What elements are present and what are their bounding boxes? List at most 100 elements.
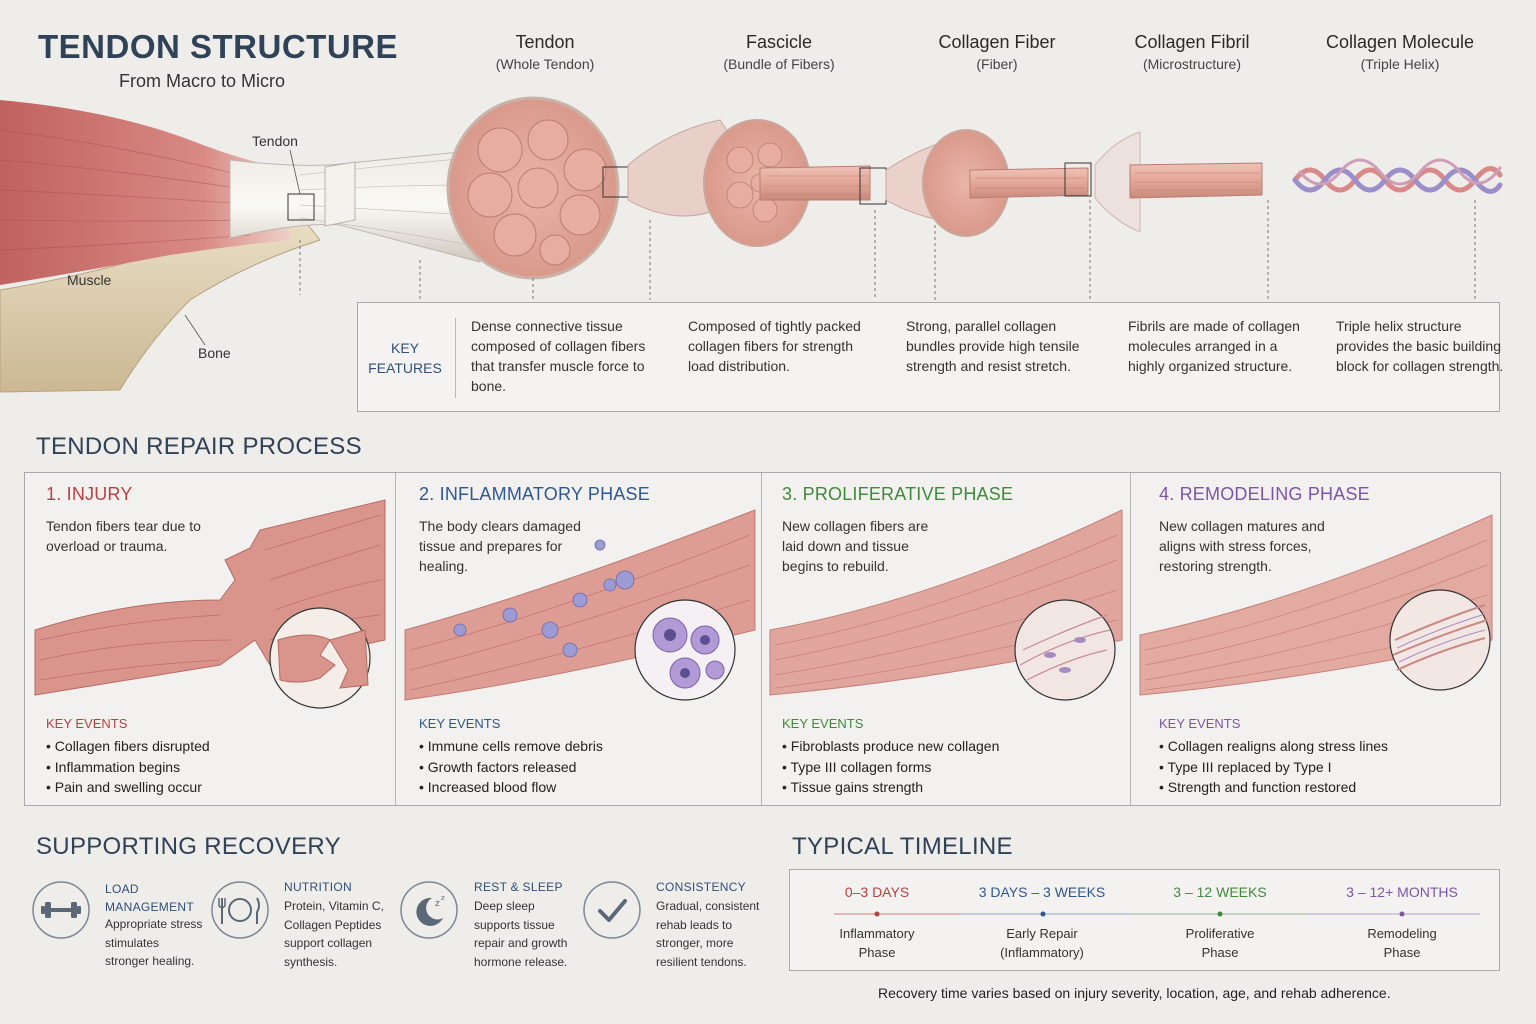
stage-title: Collagen Molecule xyxy=(1325,32,1475,52)
stage-fascicle: Fascicle (Bundle of Fibers) xyxy=(679,32,879,72)
stage-subtitle: (Triple Helix) xyxy=(1360,56,1440,72)
feature-tendon: Dense connective tissue composed of coll… xyxy=(471,318,646,394)
timeline-label-line: Inflammatory xyxy=(839,926,915,941)
checkmark-icon xyxy=(583,881,641,939)
key-events-label: KEY EVENTS xyxy=(1159,716,1241,731)
stage-title: Tendon xyxy=(515,32,575,52)
repair-section-title: TENDON REPAIR PROCESS xyxy=(36,433,362,460)
recovery-section-title: SUPPORTING RECOVERY xyxy=(36,833,341,860)
timeline-section-title: TYPICAL TIMELINE xyxy=(792,833,1013,860)
remodeling-illustration xyxy=(1139,514,1493,696)
timeline-period-3: 3 – 12+ MONTHS xyxy=(1346,884,1458,900)
timeline-label-line: (Inflammatory) xyxy=(1000,944,1084,960)
list-item: Type III replaced by Type I xyxy=(1159,757,1388,778)
panel-divider xyxy=(395,473,396,805)
stage-collagen-molecule: Collagen Molecule (Triple Helix) xyxy=(1300,32,1500,72)
tendon-structure-illustration xyxy=(0,96,1503,393)
timeline-label-line: Remodeling xyxy=(1367,926,1437,941)
proliferative-events-list: Fibroblasts produce new collagen Type II… xyxy=(782,736,1000,798)
injury-illustration xyxy=(34,499,386,709)
list-item: Pain and swelling occur xyxy=(46,777,210,798)
stage-tendon: Tendon (Whole Tendon) xyxy=(445,32,645,72)
recovery-load-title: LOAD MANAGEMENT xyxy=(105,882,195,914)
dumbbell-icon xyxy=(32,881,90,939)
label-bone: Bone xyxy=(198,345,231,361)
timeline-label-2: Proliferative Phase xyxy=(1135,925,1305,962)
stage-subtitle: (Whole Tendon) xyxy=(495,56,595,72)
phase-injury-desc: Tendon fibers tear due to overload or tr… xyxy=(46,518,201,554)
inflammatory-illustration xyxy=(404,509,756,701)
timeline-period-2: 3 – 12 WEEKS xyxy=(1173,884,1267,900)
phase-proliferative-title: 3. PROLIFERATIVE PHASE xyxy=(782,484,1014,504)
timeline-label-line: Phase xyxy=(1383,944,1421,960)
timeline-note: Recovery time varies based on injury sev… xyxy=(878,985,1391,1001)
stage-title: Fascicle xyxy=(745,32,812,52)
feature-collagen-fibril: Fibrils are made of collagen molecules a… xyxy=(1128,318,1300,374)
phase-inflammatory-desc: The body clears damaged tissue and prepa… xyxy=(419,518,581,574)
key-events-label: KEY EVENTS xyxy=(419,716,501,731)
list-item: Collagen realigns along stress lines xyxy=(1159,736,1388,757)
timeline-label-3: Remodeling Phase xyxy=(1317,925,1487,962)
proliferative-illustration xyxy=(769,509,1123,701)
panel-divider xyxy=(1130,473,1131,805)
stage-subtitle: (Fiber) xyxy=(976,56,1018,72)
feature-collagen-molecule: Triple helix structure provides the basi… xyxy=(1336,318,1504,374)
stage-collagen-fiber: Collagen Fiber (Fiber) xyxy=(897,32,1097,72)
recovery-sleep-title: REST & SLEEP xyxy=(474,880,563,894)
feature-fascicle: Composed of tightly packed collagen fibe… xyxy=(688,318,861,374)
label-tendon: Tendon xyxy=(252,133,298,149)
bone-leader-line xyxy=(184,314,206,346)
moon-sleep-icon: z z xyxy=(400,881,458,939)
phase-remodeling-title: 4. REMODELING PHASE xyxy=(1159,484,1370,504)
feature-collagen-fiber: Strong, parallel collagen bundles provid… xyxy=(906,318,1080,374)
recovery-consistency-title: CONSISTENCY xyxy=(656,880,746,894)
key-events-label: KEY EVENTS xyxy=(782,716,864,731)
phase-inflammatory-title: 2. INFLAMMATORY PHASE xyxy=(419,484,650,504)
phase-proliferative-desc: New collagen fibers are laid down and ti… xyxy=(782,518,929,574)
timeline-period-0: 0–3 DAYS xyxy=(844,884,910,900)
inflammatory-events-list: Immune cells remove debris Growth factor… xyxy=(419,736,603,798)
panel-divider xyxy=(761,473,762,805)
timeline-period-1: 3 DAYS – 3 WEEKS xyxy=(978,884,1106,900)
timeline-axis xyxy=(834,911,1480,917)
recovery-sleep-desc: Deep sleep supports tissue repair and gr… xyxy=(474,899,568,969)
timeline-label-1: Early Repair (Inflammatory) xyxy=(957,925,1127,962)
list-item: Fibroblasts produce new collagen xyxy=(782,736,1000,757)
recovery-load-desc: Appropriate stress stimulates stronger h… xyxy=(105,917,203,968)
page-subtitle: From Macro to Micro xyxy=(119,71,286,91)
list-item: Type III collagen forms xyxy=(782,757,999,778)
timeline-label-line: Phase xyxy=(1201,944,1239,960)
recovery-nutrition-desc: Protein, Vitamin C, Collagen Peptides su… xyxy=(284,899,384,969)
remodeling-events-list: Collagen realigns along stress lines Typ… xyxy=(1159,736,1388,798)
recovery-consistency-desc: Gradual, consistent rehab leads to stron… xyxy=(656,899,760,969)
list-item: Tissue gains strength xyxy=(782,777,999,798)
phase-injury-title: 1. INJURY xyxy=(46,484,133,504)
plate-utensils-icon xyxy=(211,881,269,939)
recovery-nutrition-title: NUTRITION xyxy=(284,880,353,894)
list-item: Inflammation begins xyxy=(46,757,210,778)
list-item: Collagen fibers disrupted xyxy=(46,736,210,757)
timeline-label-0: Inflammatory Phase xyxy=(792,925,962,962)
stage-subtitle: (Microstructure) xyxy=(1142,56,1241,72)
label-muscle: Muscle xyxy=(67,272,112,288)
stage-subtitle: (Bundle of Fibers) xyxy=(723,56,835,72)
timeline-label-line: Early Repair xyxy=(1006,926,1078,941)
key-events-label: KEY EVENTS xyxy=(46,716,128,731)
key-features-divider xyxy=(455,318,456,398)
list-item: Immune cells remove debris xyxy=(419,736,603,757)
timeline-label-line: Phase xyxy=(858,944,896,960)
tendon-leader-line xyxy=(289,149,301,195)
timeline-box xyxy=(789,869,1500,971)
page-title: TENDON STRUCTURE xyxy=(38,28,398,65)
key-features-box xyxy=(357,302,1500,412)
key-features-label: KEY FEATURES xyxy=(368,340,442,376)
list-item: Increased blood flow xyxy=(419,777,603,798)
injury-events-list: Collagen fibers disrupted Inflammation b… xyxy=(46,736,210,798)
stage-title: Collagen Fibril xyxy=(1134,32,1250,52)
stage-title: Collagen Fiber xyxy=(938,32,1056,52)
list-item: Strength and function restored xyxy=(1159,777,1388,798)
list-item: Growth factors released xyxy=(419,757,603,778)
svg-text:z: z xyxy=(441,894,445,902)
phase-remodeling-desc: New collagen matures and aligns with str… xyxy=(1159,518,1325,574)
svg-text:z: z xyxy=(435,899,440,909)
